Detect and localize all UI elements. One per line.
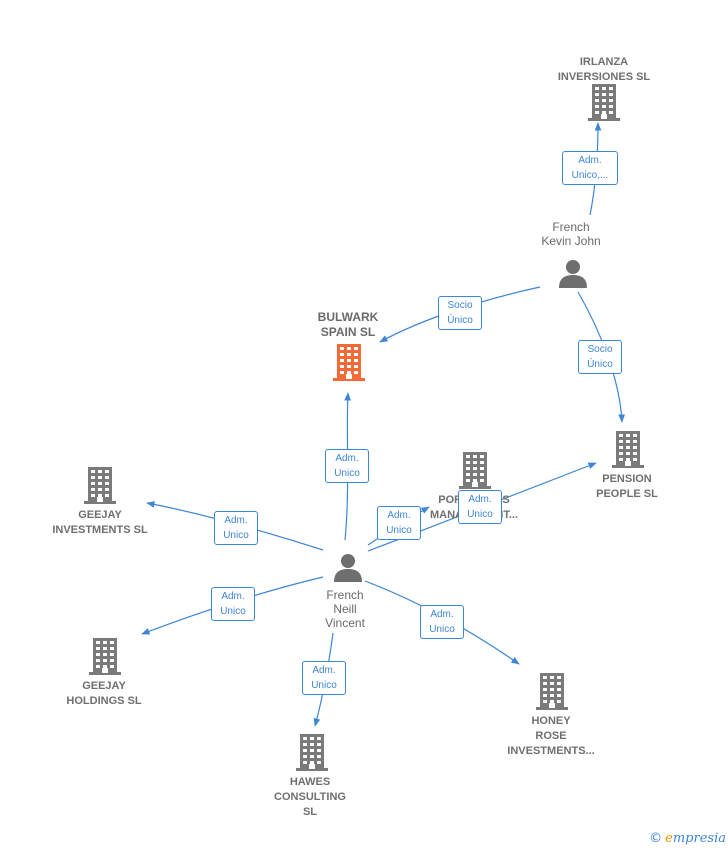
node-label-line: French [552,220,590,234]
edge-label-line: Único [587,359,613,370]
building-icon[interactable] [587,83,621,126]
node-label-line: Kevin John [541,234,601,248]
edge-label-line: Adm. [430,609,454,620]
edge-label-line: Unico [467,509,493,520]
node-label-geejay-hold[interactable]: GEEJAY HOLDINGS SL [49,679,159,709]
person-icon[interactable] [333,552,363,587]
node-label-line: GEEJAY [78,509,122,521]
edge-label-line: Unico,... [571,170,609,181]
node-label-line: HAWES [289,776,331,788]
edge-label-line: Adm. [578,155,602,166]
brand-name: mpresia [672,831,726,846]
node-label-irlanza[interactable]: IRLANZA INVERSIONES SL [539,55,669,85]
edge-label-line: Socio [587,344,613,355]
node-label-line: INVESTMENTS SL [52,524,148,536]
node-label-pension[interactable]: PENSION PEOPLE SL [577,472,677,502]
node-label-line: BULWARK [317,310,379,324]
edge-label-neill-pension[interactable]: Adm. Unico [458,490,502,524]
edge-label-neill-honey[interactable]: Adm. Unico [420,605,464,639]
node-label-honey[interactable]: HONEY ROSE INVESTMENTS... [491,714,611,759]
copyright-symbol: © [649,831,663,846]
building-icon[interactable] [535,672,569,715]
edge-label-line: Adm. [221,591,245,602]
node-label-line: INVESTMENTS... [507,745,595,757]
edge-label-neill-hawes[interactable]: Adm. Unico [302,661,346,695]
node-label-line: ROSE [535,730,567,742]
edge-label-line: Adm. [224,515,248,526]
edge-label-neill-geejay-inv[interactable]: Adm. Unico [214,511,258,545]
edge-label-line: Unico [386,525,412,536]
node-label-line: French [326,588,364,602]
edge-label-neill-portfolio[interactable]: Adm. Unico [377,506,421,540]
node-label-line: HONEY [531,715,571,727]
node-label-line: GEEJAY [82,680,126,692]
building-icon[interactable] [295,733,329,776]
node-label-line: INVERSIONES SL [557,71,651,83]
edge-label-line: Unico [334,468,360,479]
focus-company-building-icon[interactable] [332,343,366,386]
edge-label-line: Adm. [312,665,336,676]
node-label-line: Vincent [325,616,365,630]
person-icon[interactable] [558,258,588,293]
building-icon[interactable] [88,637,122,680]
edge-label-line: Unico [223,530,249,541]
edge-label-kevin-irlanza[interactable]: Adm. Unico,... [562,151,618,185]
node-label-line: PEOPLE SL [596,488,658,500]
edge-label-line: Unico [311,680,337,691]
building-icon[interactable] [83,466,117,509]
edge-label-line: Adm. [468,494,492,505]
edge-label-line: Socio [447,300,473,311]
brand-logo[interactable]: ©empresia [649,831,726,846]
node-label-line: CONSULTING [274,791,346,803]
edge-label-line: Unico [429,624,455,635]
edge-label-line: Único [447,315,473,326]
node-label-geejay-inv[interactable]: GEEJAY INVESTMENTS SL [40,508,160,538]
node-label-line: Neill [333,602,357,616]
edge-label-line: Unico [220,606,246,617]
node-label-line: SPAIN SL [320,325,376,339]
node-label-line: HOLDINGS SL [66,695,142,707]
edge-label-line: Adm. [387,510,411,521]
node-label-line: SL [302,806,318,818]
node-label-line: IRLANZA [579,56,629,68]
building-icon[interactable] [458,451,492,494]
node-label-hawes[interactable]: HAWES CONSULTING SL [260,775,360,820]
edge-label-line: Adm. [335,453,359,464]
building-icon[interactable] [611,430,645,473]
brand-initial: e [665,831,673,846]
node-label-line: PENSION [602,473,652,485]
edge-label-neill-bulwark[interactable]: Adm. Unico [325,449,369,483]
edge-label-neill-geejay-hold[interactable]: Adm. Unico [211,587,255,621]
